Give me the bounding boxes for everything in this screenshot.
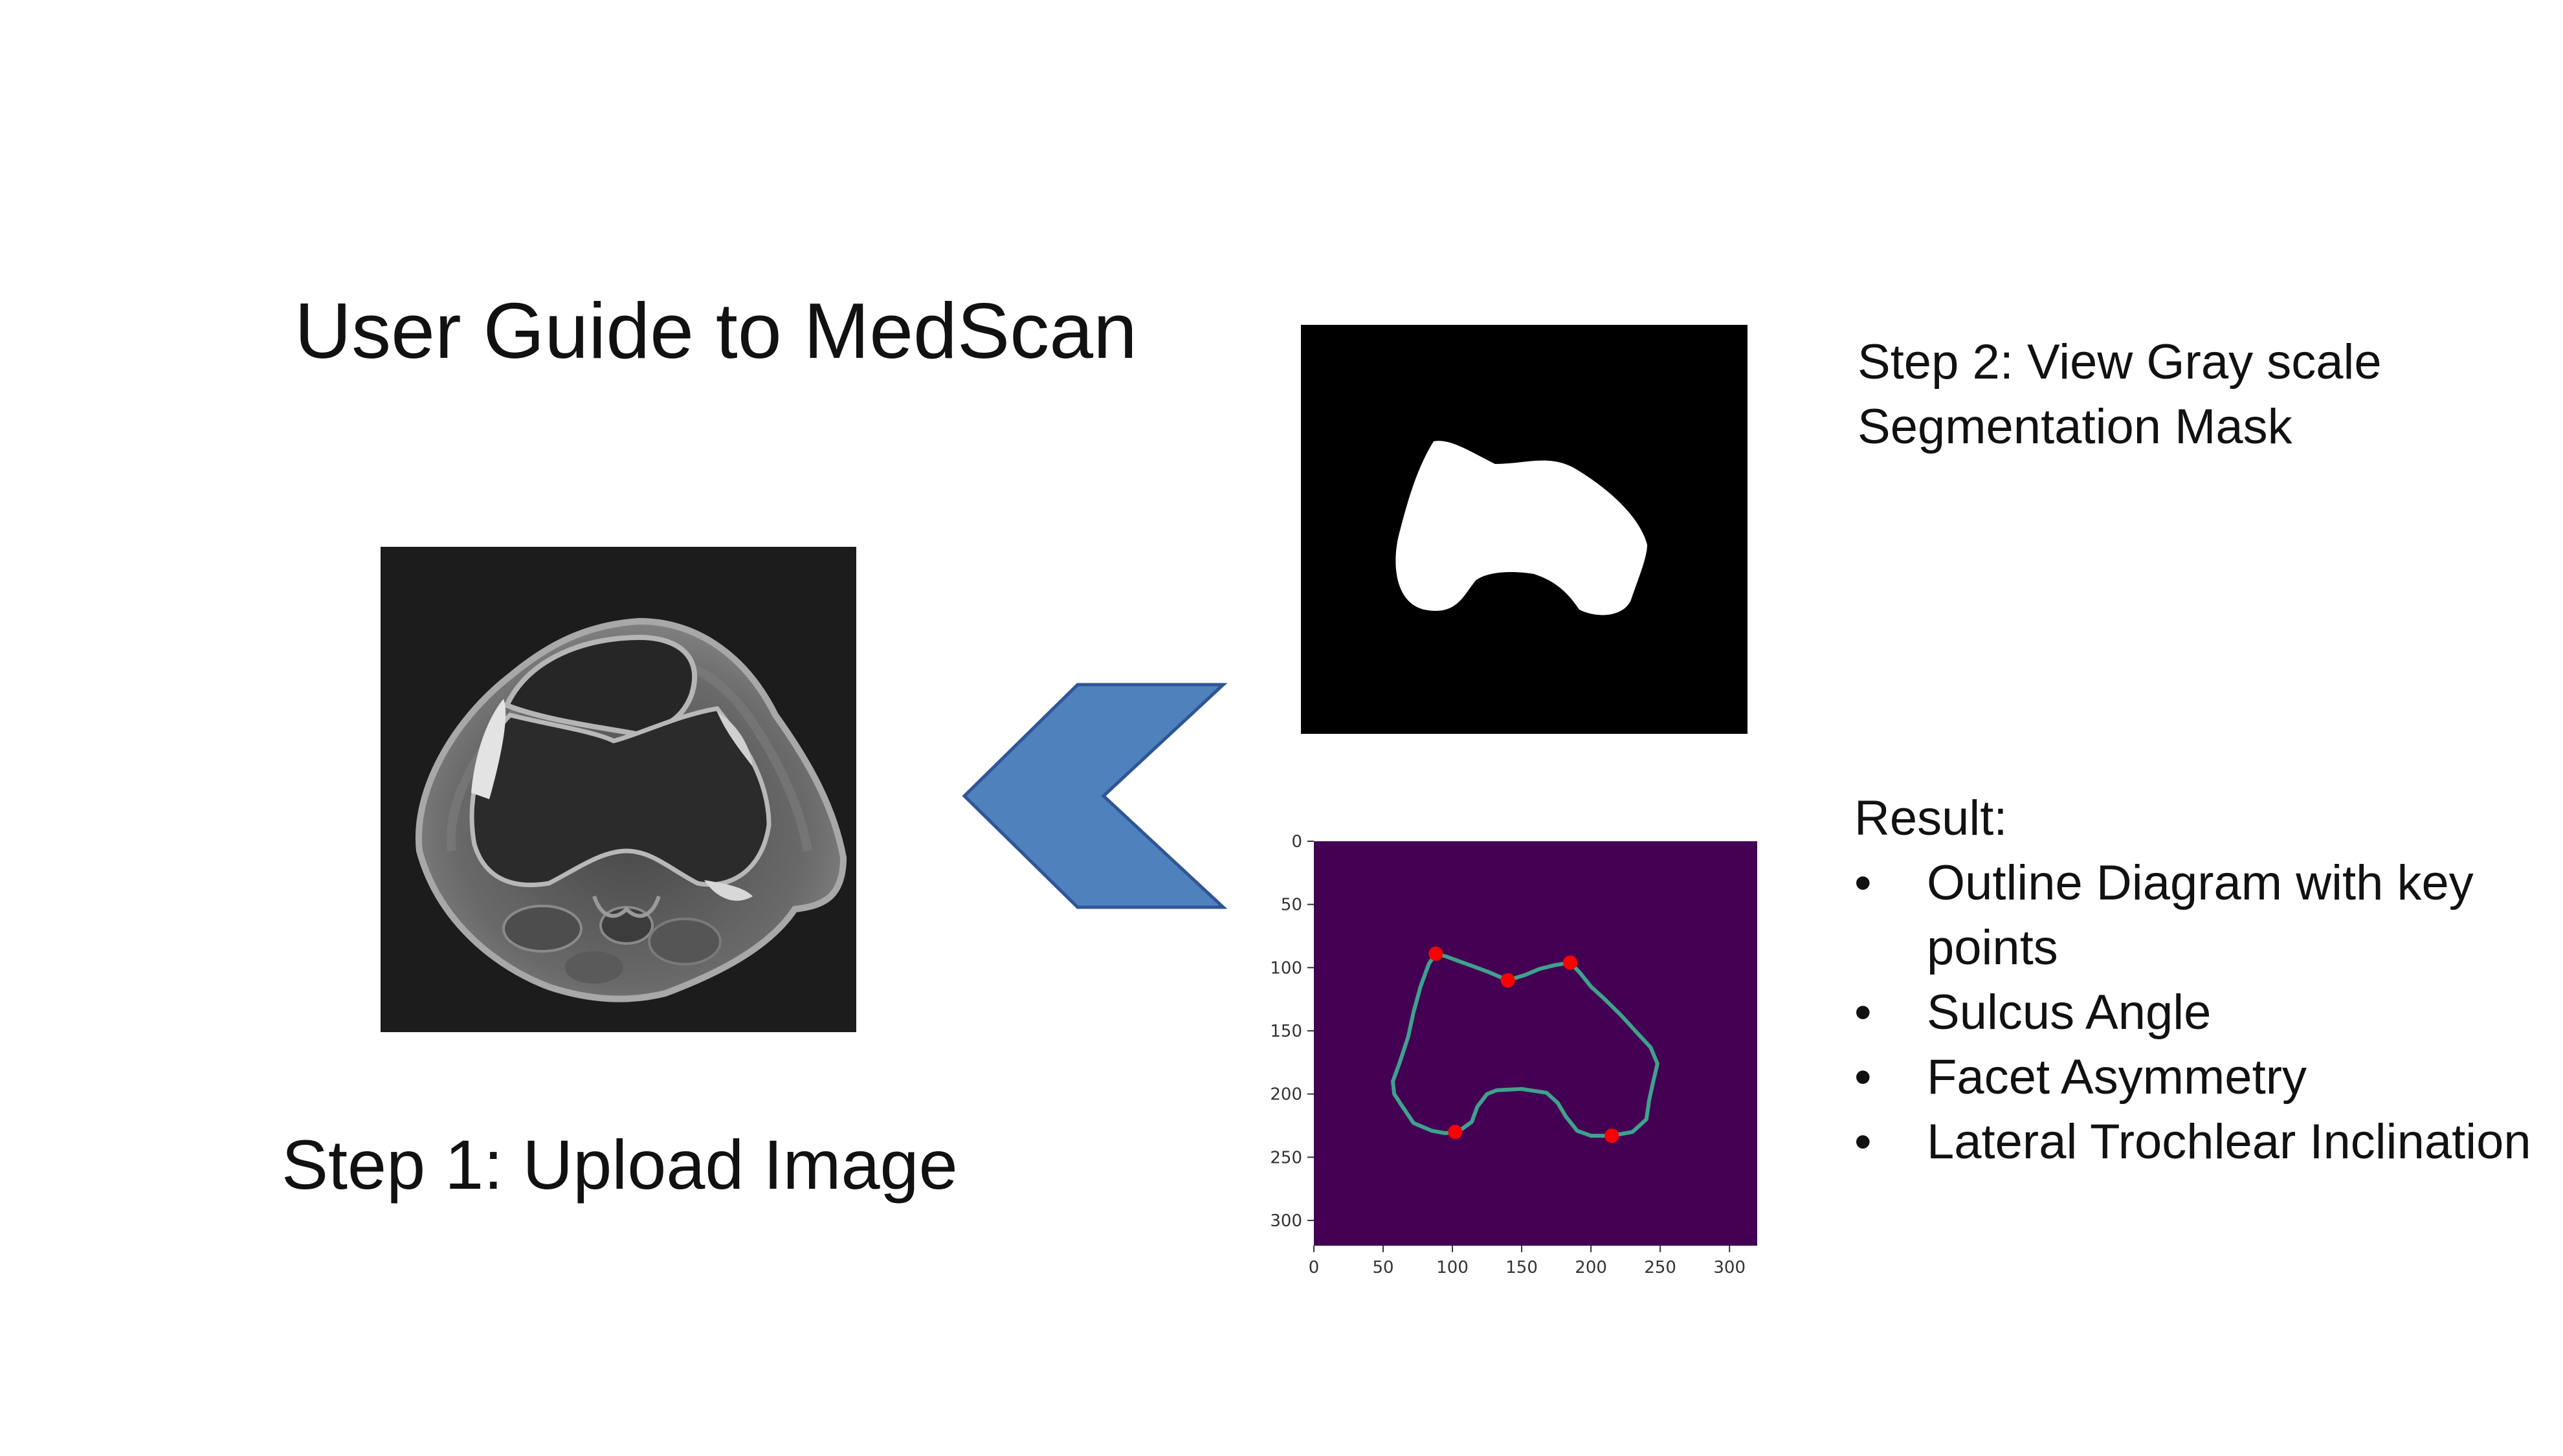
keypoint [1563, 955, 1578, 970]
result-list: • Outline Diagram with key points • Sulcus… [1854, 851, 2540, 1175]
y-tick-label: 300 [1270, 1211, 1302, 1231]
result-item-label: Facet Asymmetry [1927, 1050, 2307, 1105]
left-chevron-arrow-icon [962, 683, 1228, 909]
x-tick-label: 300 [1713, 1258, 1746, 1277]
x-tick-label: 0 [1309, 1258, 1320, 1277]
step2-label: Step 2: View Gray scale Segmentation Mas… [1858, 335, 2382, 454]
x-tick-label: 100 [1436, 1258, 1469, 1277]
bullet: • [1854, 855, 1872, 910]
segmentation-mask-image [1301, 325, 1748, 734]
result-section: Result: • Outline Diagram with key points… [1854, 786, 2540, 1175]
outline-diagram-chart: 0 50 100 150 200 250 300 0 50 100 150 200 250 300 [1270, 832, 1757, 1277]
y-tick-label: 250 [1270, 1148, 1302, 1167]
x-tick-label: 150 [1505, 1258, 1538, 1277]
y-tick-label: 200 [1270, 1085, 1302, 1105]
keypoint [1604, 1129, 1619, 1143]
result-item-facet-asymmetry: • Facet Asymmetry [1854, 1045, 2540, 1110]
result-item-label: Sulcus Angle [1927, 985, 2212, 1040]
plot-area [1314, 841, 1757, 1246]
page-title: User Guide to MedScan [294, 287, 1137, 375]
keypoint [1448, 1125, 1463, 1140]
knee-mri-scan-image [381, 547, 856, 1032]
result-heading: Result: [1854, 791, 2008, 846]
bullet: • [1854, 985, 1872, 1040]
outline-line [1391, 951, 1659, 1138]
result-item-label: Outline Diagram with key points [1927, 855, 2474, 975]
x-tick-label: 50 [1372, 1258, 1393, 1277]
result-item-outline: • Outline Diagram with key points [1854, 851, 2540, 980]
keypoint [1500, 973, 1515, 987]
bullet: • [1854, 1050, 1872, 1105]
y-tick-label: 100 [1270, 958, 1302, 978]
y-tick-label: 50 [1281, 896, 1302, 915]
y-tick-label: 0 [1291, 832, 1302, 852]
result-item-lateral-trochlear-inclination: • Lateral Trochlear Inclination [1854, 1110, 2540, 1175]
bullet: • [1854, 1114, 1872, 1169]
x-tick-label: 200 [1575, 1258, 1607, 1277]
step1-label: Step 1: Upload Image [282, 1125, 958, 1204]
result-item-label: Lateral Trochlear Inclination [1927, 1114, 2531, 1169]
x-tick-label: 250 [1644, 1258, 1676, 1277]
result-item-sulcus-angle: • Sulcus Angle [1854, 980, 2540, 1045]
y-tick-label: 150 [1270, 1022, 1302, 1041]
keypoint [1428, 946, 1443, 961]
